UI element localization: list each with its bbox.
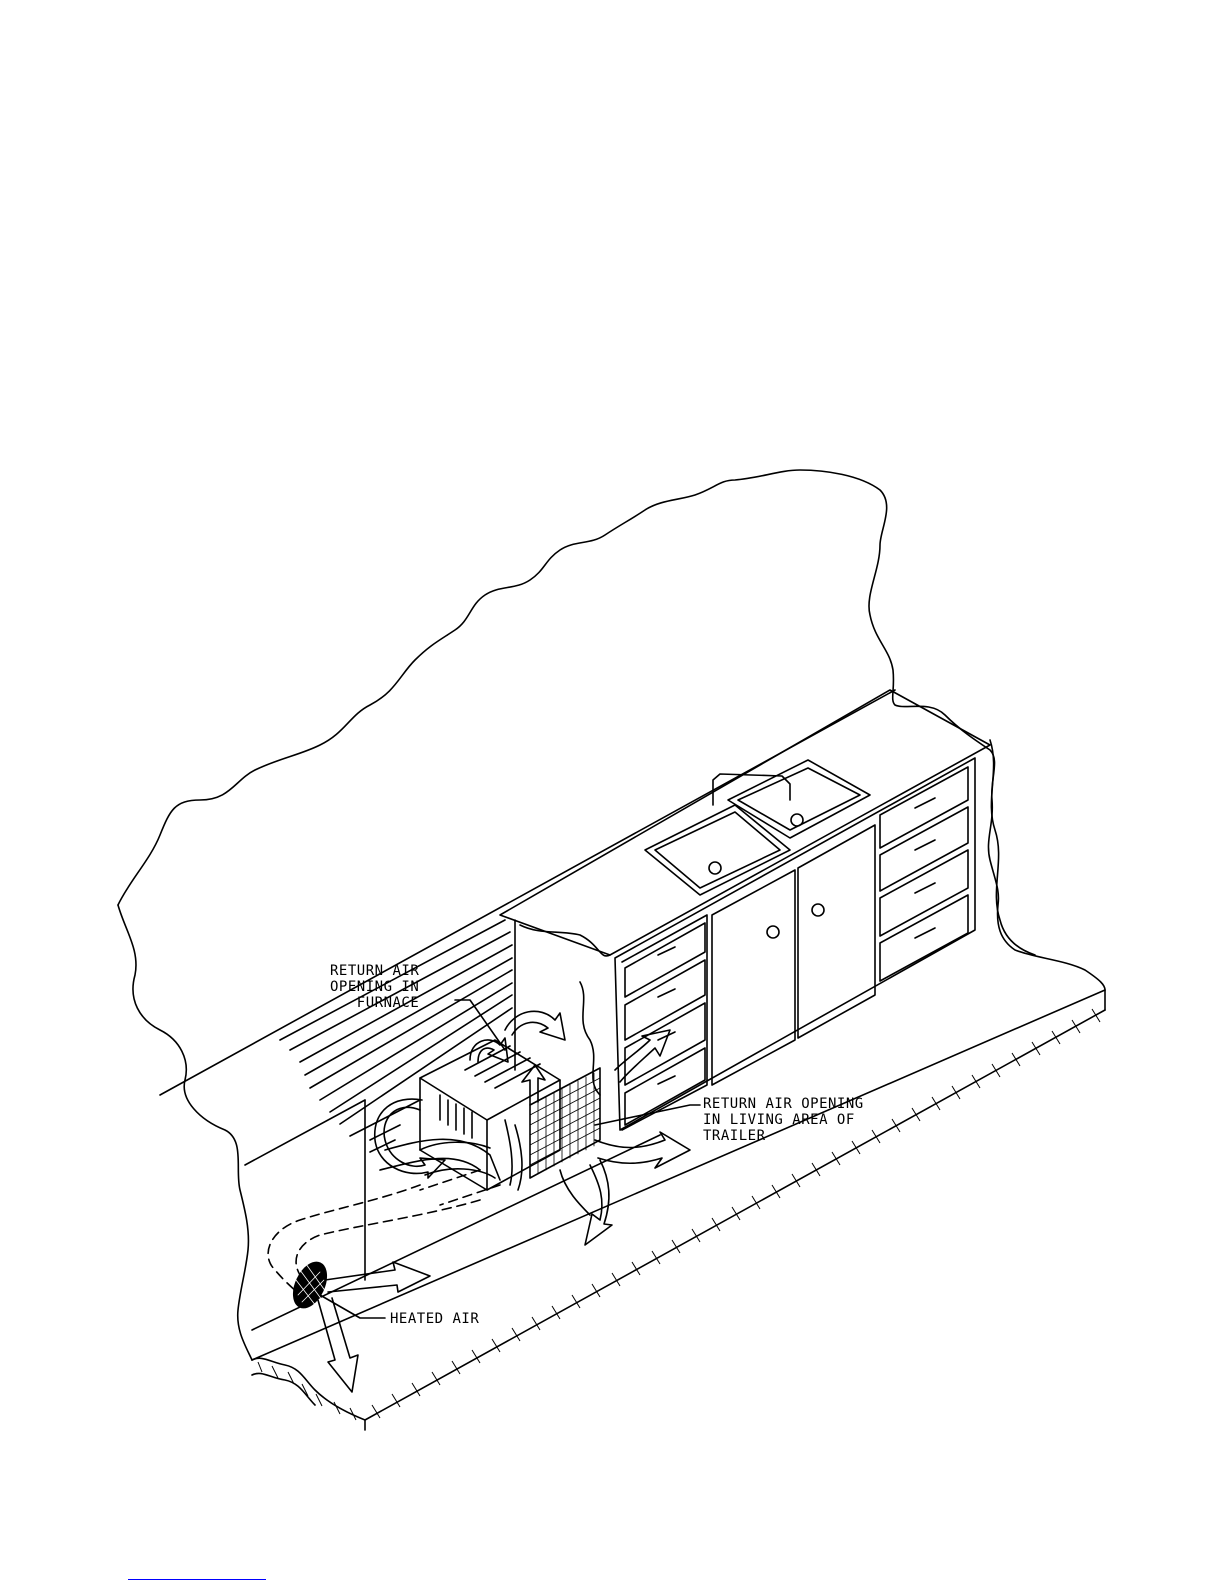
left-cut-edge [118, 905, 252, 1360]
label-heated-air: HEATED AIR [390, 1311, 479, 1327]
footer-rule [128, 1579, 266, 1580]
label-return-air-furnace-line1: RETURN AIR [330, 963, 419, 979]
label-return-air-living-line1: RETURN AIR OPENING [703, 1096, 864, 1112]
floor-hatching [258, 1009, 1100, 1420]
cutaway-outline [118, 470, 1105, 990]
label-return-air-furnace-line2: OPENING IN [330, 979, 419, 995]
floor-register [287, 1257, 333, 1312]
label-return-air-living-line3: TRAILER [703, 1128, 864, 1144]
label-return-air-living-line2: IN LIVING AREA OF [703, 1112, 864, 1128]
label-return-air-furnace-line3: FURNACE [330, 995, 419, 1011]
